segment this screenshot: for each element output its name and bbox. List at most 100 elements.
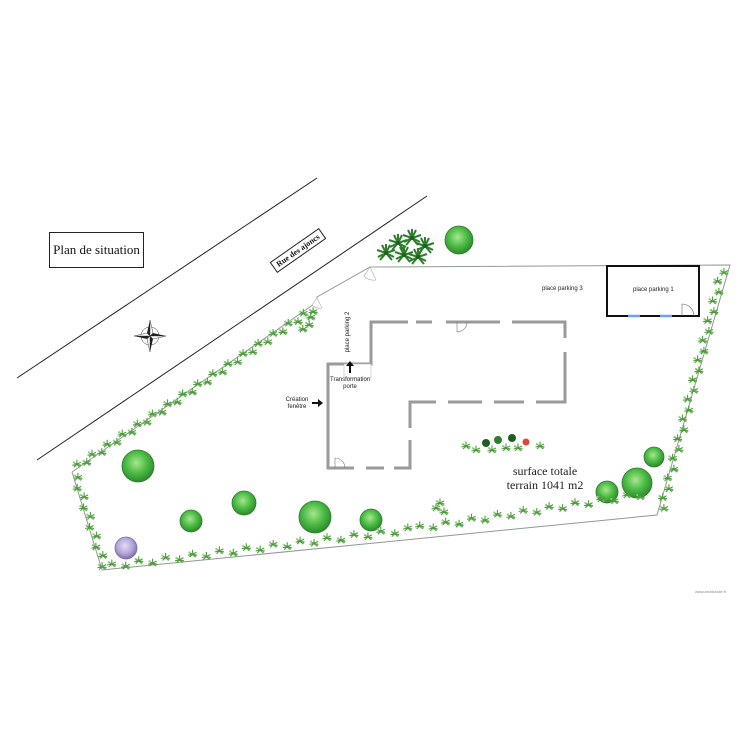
shrub-icon: [402, 522, 413, 532]
road-edge-upper: [16, 177, 318, 379]
shrub-icon: [187, 549, 198, 558]
shrub-icon: [479, 515, 491, 524]
shrub-icon: [201, 551, 212, 561]
shrub-icon: [683, 405, 694, 414]
shrub-icon: [335, 535, 347, 544]
tree-icon: [114, 536, 138, 560]
surface-label: surface totale terrain 1041 m2: [500, 464, 590, 492]
shrub-icon: [106, 558, 117, 568]
shrub-icon: [72, 472, 83, 481]
shrub-icon: [97, 561, 108, 571]
shrub-icon: [678, 424, 689, 434]
porte-line: porte: [343, 384, 357, 390]
shrub-icon: [434, 497, 446, 507]
shrub-icon: [428, 522, 439, 532]
shrub-icon: [505, 511, 516, 520]
shrub-icon: [544, 501, 555, 511]
door-swing: [681, 303, 695, 317]
arrow-right-icon: [312, 399, 323, 407]
gate-symbol: [311, 297, 323, 309]
shrub-icon: [214, 545, 225, 555]
shrub-icon: [228, 548, 239, 557]
surface-line-2: terrain 1041 m2: [506, 478, 584, 492]
shrub-icon: [321, 532, 333, 542]
shrub-icon: [438, 506, 450, 516]
shrub-icon: [132, 419, 143, 428]
shrub-icon: [389, 528, 400, 538]
transformation-line: Transformation: [330, 377, 371, 383]
shrub-icon: [117, 429, 128, 438]
shrub-icon: [692, 354, 703, 364]
shrub-icon: [207, 368, 218, 378]
shrub-icon: [569, 497, 581, 507]
surface-line-1: surface totale: [512, 464, 578, 478]
shrub-icon: [718, 267, 729, 277]
shrub-icon: [282, 541, 293, 551]
shrub-icon: [440, 517, 451, 526]
shrub-icon: [79, 491, 90, 501]
shrub-icon: [133, 555, 144, 565]
shrub-icon: [97, 550, 108, 560]
door-swing: [456, 321, 468, 333]
shrub-icon: [518, 505, 529, 515]
shrub-icon: [232, 356, 243, 366]
shrub-icon: [298, 308, 309, 317]
shrub-icon: [492, 509, 503, 518]
arrow-up-icon: [346, 361, 354, 373]
shrub-icon: [85, 511, 96, 521]
shrub-icon: [362, 531, 373, 541]
door-swing: [334, 457, 346, 469]
shrub-icon: [712, 276, 723, 285]
shrub-icon: [557, 503, 568, 513]
shrub-icon: [187, 387, 198, 396]
shrub-row-icon: [460, 434, 546, 454]
shrub-icon: [217, 367, 228, 376]
shrub-icon: [295, 536, 306, 545]
shrub-icon: [657, 492, 668, 502]
window-ticks: [354, 320, 567, 470]
shrub-icon: [454, 519, 465, 528]
shrub-icon: [414, 520, 425, 530]
shrub-icon: [658, 503, 669, 513]
creation-line: Création: [285, 397, 309, 403]
shrub-icon: [702, 315, 713, 325]
shrub-icon: [707, 295, 718, 305]
parking-1-label: place parking 1: [633, 287, 674, 293]
shrub-icon: [174, 554, 185, 564]
entry-step: [343, 363, 372, 379]
watermark: www.archifacile.fr: [695, 589, 727, 594]
shrub-icon: [688, 385, 699, 395]
shrub-icon: [308, 306, 319, 316]
shrub-icon: [86, 449, 98, 458]
fenetre-line: fenêtre: [287, 404, 307, 410]
shrub-icon: [687, 374, 698, 384]
parking-2-label: place parking 2: [345, 311, 351, 352]
shrub-icon: [466, 513, 477, 522]
shrub-icon: [292, 316, 304, 326]
shrub-icon: [583, 499, 594, 509]
shrub-icon: [531, 507, 542, 517]
road-edge-lower: [36, 195, 428, 461]
shrub-icon: [348, 529, 359, 539]
shrub-cluster-icon: [376, 228, 435, 265]
creation-fenetre-label: Création fenêtre: [282, 397, 312, 411]
shrub-icon: [71, 459, 82, 468]
gate-symbol: [363, 266, 377, 281]
shrub-icon: [255, 544, 266, 554]
parking-3-label: place parking 3: [542, 286, 583, 292]
compass-rose-icon: [133, 319, 167, 353]
shrub-icon: [309, 538, 320, 547]
transformation-porte-label: Transformation porte: [330, 377, 370, 391]
shrub-icon: [268, 539, 279, 548]
garage-outline: [606, 265, 700, 317]
shrub-icon: [697, 335, 708, 344]
shrub-icon: [126, 427, 137, 436]
shrub-icon: [241, 542, 252, 552]
shrub-icon: [91, 531, 102, 540]
shrub-icon: [202, 377, 213, 386]
shrub-icon: [102, 439, 113, 448]
plan-title: Plan de situation: [49, 232, 144, 268]
house-outline: [326, 320, 567, 470]
shrub-icon: [160, 552, 171, 562]
